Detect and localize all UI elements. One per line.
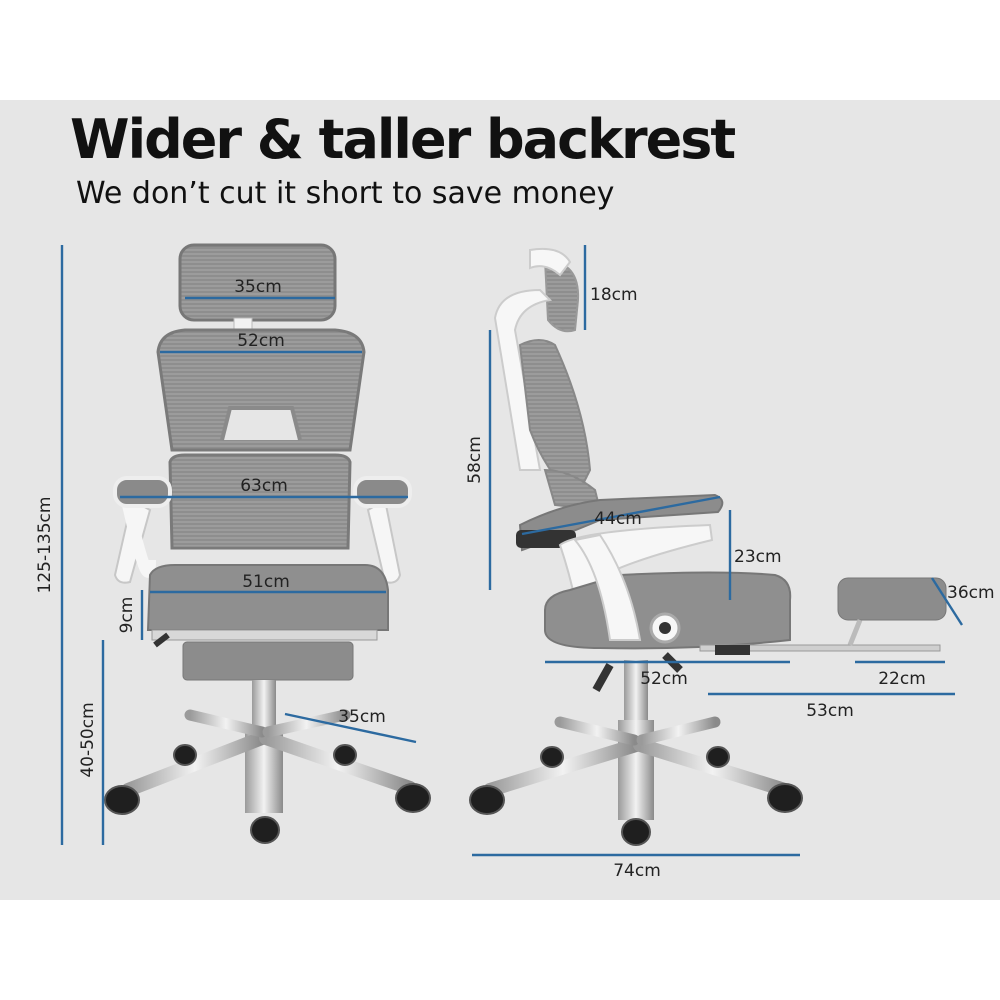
dim-line-armrest-length	[521, 495, 721, 536]
label-base-width: 74cm	[613, 861, 661, 881]
label-seat-height: 40-50cm	[78, 702, 98, 777]
dimension-labels: 35cm 52cm 63cm 51cm 9cm 125-135cm 40-50c…	[35, 277, 995, 881]
front-right-armrest	[353, 476, 412, 508]
label-footrest-width: 22cm	[878, 669, 926, 689]
front-seat	[146, 564, 389, 631]
label-footrest-depth: 36cm	[947, 583, 995, 603]
page-title: Wider & taller backrest	[70, 108, 736, 171]
front-headrest	[178, 243, 337, 322]
label-total-height: 125-135cm	[35, 497, 55, 594]
front-footrest	[182, 641, 354, 681]
side-footrest	[837, 577, 947, 621]
side-backrest	[518, 339, 592, 502]
front-backrest	[156, 328, 366, 452]
label-armrest-length: 44cm	[594, 509, 642, 529]
dim-line-base-radius	[284, 712, 417, 744]
label-backrest-width: 52cm	[237, 331, 285, 351]
label-footrest-extension: 53cm	[806, 701, 854, 721]
dim-line-footrest-depth	[930, 577, 964, 626]
front-lumbar	[168, 453, 352, 550]
side-view-chair	[469, 247, 947, 846]
page-subtitle: We don’t cut it short to save money	[76, 176, 615, 211]
label-seat-thickness: 9cm	[117, 597, 137, 634]
label-seat-width: 51cm	[242, 572, 290, 592]
label-armrest-span: 63cm	[240, 476, 288, 496]
dimension-lines	[60, 245, 964, 857]
label-headrest-height: 18cm	[590, 285, 638, 305]
front-view-chair	[104, 243, 431, 844]
label-headrest-width: 35cm	[234, 277, 282, 297]
label-base-radius: 35cm	[338, 707, 386, 727]
label-seat-depth: 52cm	[640, 669, 688, 689]
label-armrest-height: 23cm	[734, 547, 782, 567]
front-left-armrest	[113, 476, 172, 508]
label-backrest-height: 58cm	[465, 436, 485, 484]
